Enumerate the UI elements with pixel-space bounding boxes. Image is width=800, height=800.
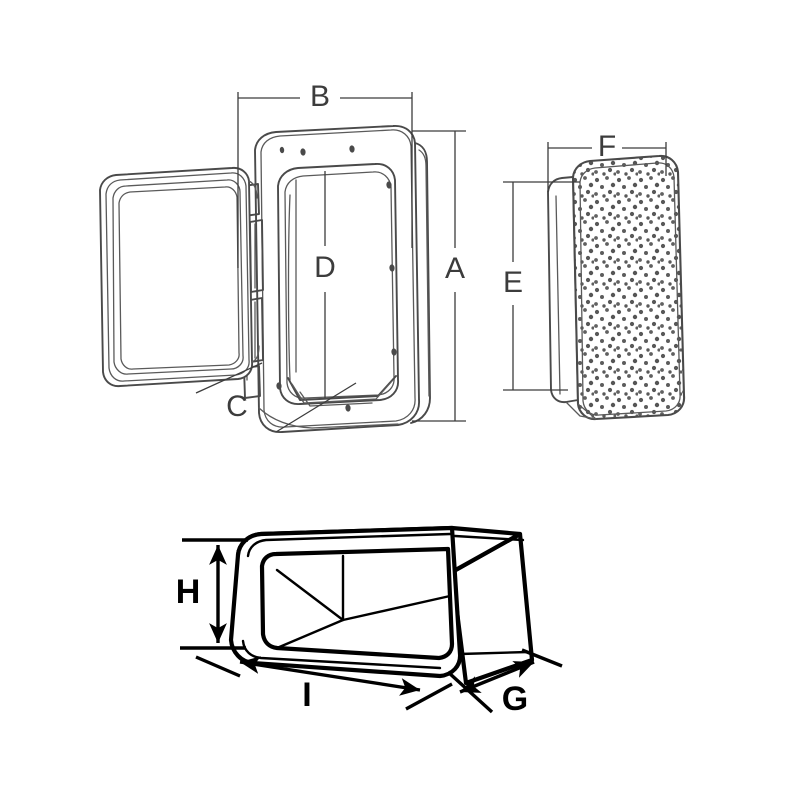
hatch-door-open xyxy=(99,166,260,388)
dimension-I: I xyxy=(195,655,453,714)
dimension-label-A: A xyxy=(445,252,465,285)
dimension-label-B: B xyxy=(310,80,330,113)
dimension-label-F: F xyxy=(598,130,616,163)
view-tub: H I G xyxy=(176,525,563,718)
dimension-F: F xyxy=(547,130,667,192)
view-door-panel: F E xyxy=(503,130,686,421)
dimension-H: H xyxy=(176,538,248,650)
dimension-label-D: D xyxy=(314,251,336,284)
dimension-label-E: E xyxy=(503,266,523,299)
dimension-label-G: G xyxy=(502,680,528,718)
view-front-open: B A D C xyxy=(99,80,466,433)
dimension-label-I: I xyxy=(302,676,311,714)
dimension-E: E xyxy=(503,181,580,391)
fastener-marks xyxy=(276,145,397,412)
hatch-flange xyxy=(254,125,431,433)
dimension-label-H: H xyxy=(176,573,201,611)
dimension-label-C: C xyxy=(226,390,248,423)
dimension-B: B xyxy=(237,80,413,268)
dimension-D: D xyxy=(314,171,336,398)
dimension-G: G xyxy=(446,648,563,718)
dimension-A: A xyxy=(412,130,466,422)
dimension-C: C xyxy=(195,362,357,433)
tub-inner-opening xyxy=(259,546,455,661)
door-panel-textured-face xyxy=(571,154,686,421)
